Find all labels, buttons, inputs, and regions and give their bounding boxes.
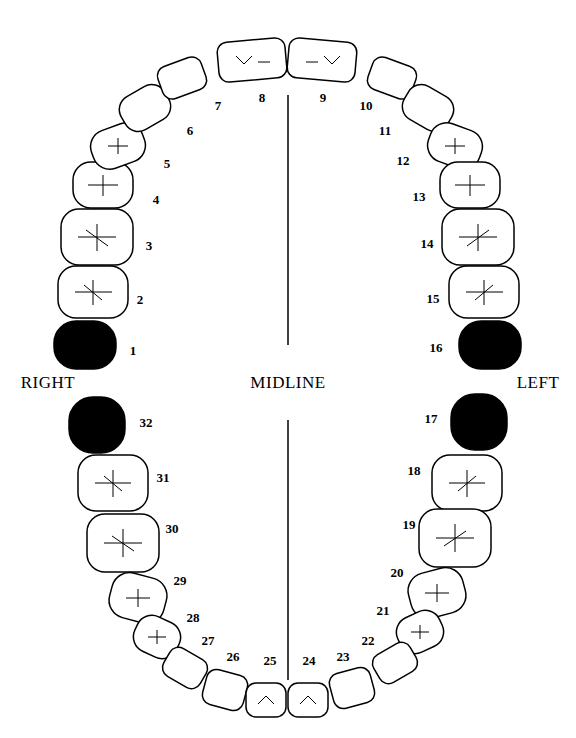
tooth-number: 2 <box>137 293 144 306</box>
tooth-number: 25 <box>264 654 277 667</box>
tooth-number: 3 <box>146 239 153 252</box>
tooth-number: 21 <box>377 604 390 617</box>
tooth <box>69 397 125 453</box>
tooth <box>87 514 159 572</box>
tooth-number: 29 <box>174 574 187 587</box>
tooth-number: 18 <box>408 464 421 477</box>
tooth-number: 4 <box>153 193 160 206</box>
tooth <box>200 667 250 713</box>
tooth-number: 19 <box>403 518 416 531</box>
tooth-number: 22 <box>362 634 375 647</box>
tooth-number: 15 <box>427 292 440 305</box>
tooth-number: 20 <box>391 566 404 579</box>
tooth <box>246 683 286 717</box>
tooth <box>432 455 502 511</box>
midline <box>287 95 289 345</box>
tooth-number: 8 <box>259 91 266 104</box>
side-label: RIGHT <box>21 374 75 391</box>
tooth <box>159 644 211 693</box>
midline <box>287 420 289 680</box>
fissure-lines <box>75 56 503 704</box>
tooth-number: 10 <box>360 99 373 112</box>
side-label: MIDLINE <box>250 374 325 391</box>
tooth <box>288 683 328 717</box>
tooth-number: 17 <box>425 412 438 425</box>
tooth <box>155 54 210 102</box>
tooth-number: 13 <box>413 190 426 203</box>
tooth-number: 16 <box>430 341 443 354</box>
tooth <box>451 394 507 450</box>
tooth-number: 32 <box>140 416 153 429</box>
tooth-number: 24 <box>303 654 316 667</box>
tooth <box>369 639 421 688</box>
tooth <box>61 209 133 265</box>
tooth <box>58 266 128 318</box>
tooth-number: 14 <box>421 237 434 250</box>
tooth-number: 11 <box>379 124 391 137</box>
tooth <box>286 37 357 83</box>
tooth <box>459 321 521 369</box>
tooth <box>440 162 500 208</box>
tooth <box>419 509 491 567</box>
tooth <box>449 266 519 318</box>
tooth <box>442 209 514 265</box>
tooth-number: 30 <box>166 522 179 535</box>
tooth <box>216 37 287 83</box>
tooth-number: 27 <box>202 634 215 647</box>
tooth-number: 26 <box>227 650 240 663</box>
tooth <box>73 162 133 208</box>
tooth <box>54 321 116 369</box>
tooth-number: 9 <box>320 91 327 104</box>
tooth-number: 5 <box>164 157 171 170</box>
tooth-number: 31 <box>157 471 170 484</box>
tooth-number: 7 <box>215 99 222 112</box>
tooth <box>327 665 377 711</box>
side-label: LEFT <box>517 374 560 391</box>
tooth-number: 12 <box>397 154 410 167</box>
tooth-number: 23 <box>337 650 350 663</box>
tooth-number: 28 <box>187 611 200 624</box>
tooth-number: 6 <box>187 124 194 137</box>
tooth-number: 1 <box>130 344 137 357</box>
tooth <box>78 455 148 511</box>
